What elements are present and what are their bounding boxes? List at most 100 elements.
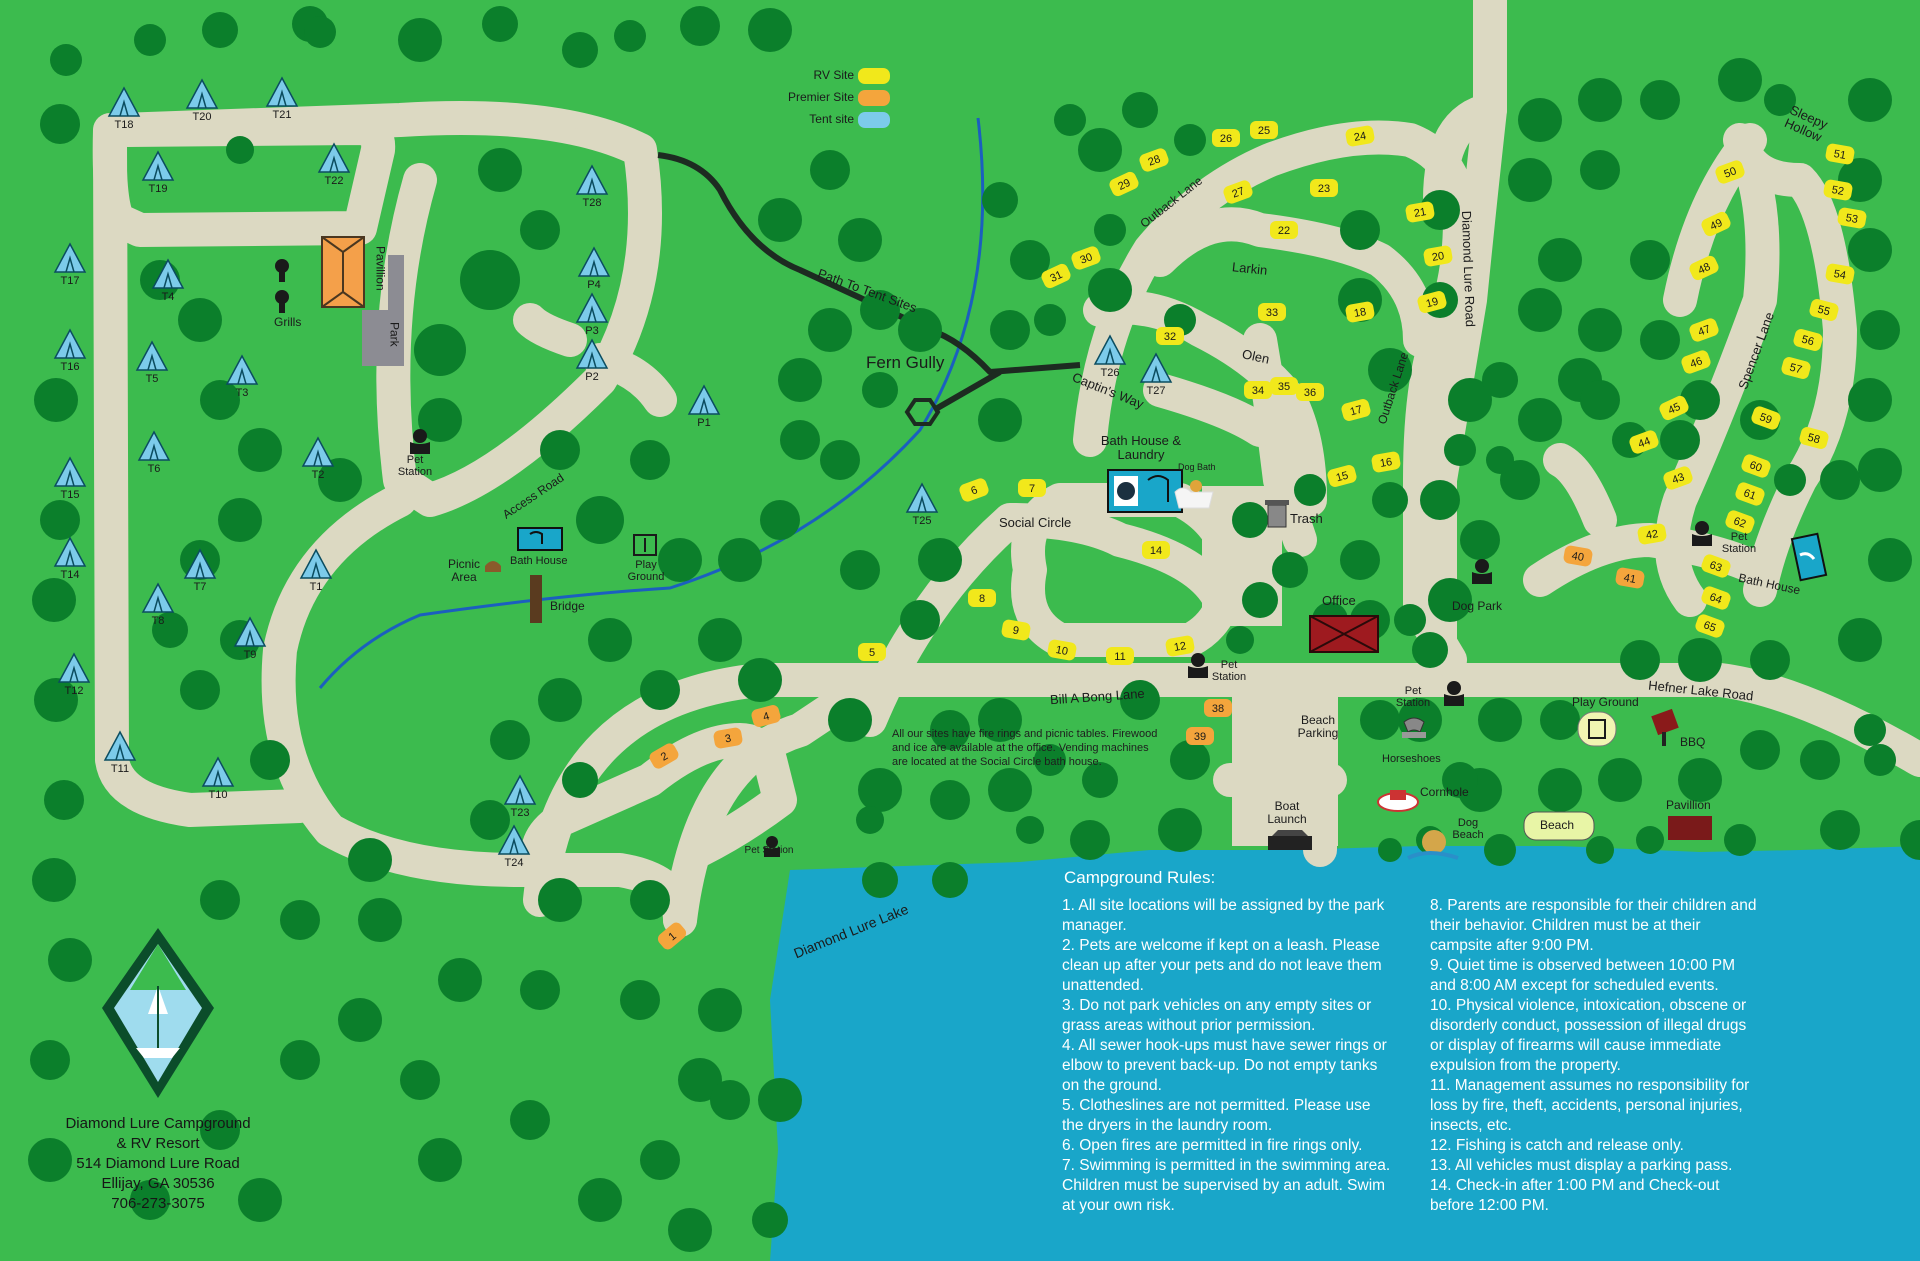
- rv-site-marker: [1809, 299, 1839, 321]
- tree: [470, 800, 510, 840]
- rv-site-14: 14: [1142, 541, 1170, 559]
- tree: [1294, 474, 1326, 506]
- address-line-5: 706-273-3075: [111, 1195, 205, 1212]
- bath-house-laundry-label: Bath House & Laundry: [1100, 433, 1182, 462]
- tent-site-label: T4: [162, 291, 175, 303]
- rv-site-marker: [1423, 245, 1453, 267]
- tree: [1586, 836, 1614, 864]
- tree: [680, 6, 720, 46]
- rv-site-16: 16: [1371, 451, 1401, 473]
- pet-station-label-5: Pet Station: [744, 845, 794, 856]
- tent-door-line: [311, 561, 321, 579]
- tree: [1428, 578, 1472, 622]
- rv-site-label: 20: [1431, 250, 1445, 264]
- tent-site-p1: P1: [687, 384, 721, 429]
- tent-site-label: T23: [511, 807, 530, 819]
- tree: [1484, 834, 1516, 866]
- tree: [982, 182, 1018, 218]
- tree: [1900, 820, 1920, 860]
- tree: [1598, 758, 1642, 802]
- tree: [1010, 240, 1050, 280]
- tree: [1630, 240, 1670, 280]
- tent-site-label: T11: [111, 763, 129, 775]
- rule-item: 6. Open fires are permitted in fire ring…: [1062, 1137, 1363, 1154]
- path-to-tent-sites: [657, 152, 1081, 375]
- tree: [460, 250, 520, 310]
- tree: [858, 768, 902, 812]
- rv-site-marker: [1212, 129, 1240, 147]
- pavillion-top-icon: [321, 236, 365, 308]
- tree: [1094, 214, 1126, 246]
- tent-site-t14: T14: [53, 536, 87, 581]
- rv-site-33: 33: [1258, 303, 1286, 321]
- tree: [780, 420, 820, 460]
- rv-site-marker: [1345, 125, 1375, 147]
- tree: [1848, 378, 1892, 422]
- tree: [1640, 80, 1680, 120]
- rv-site-label: 59: [1758, 411, 1774, 426]
- tree: [1412, 632, 1448, 668]
- rv-site-52: 52: [1823, 179, 1853, 201]
- tree: [1082, 762, 1118, 798]
- tree: [1660, 420, 1700, 460]
- rv-site-45: 45: [1659, 395, 1689, 421]
- tent-site-label: P2: [585, 371, 598, 383]
- tree: [640, 670, 680, 710]
- premier-site-marker: [1186, 727, 1214, 745]
- rv-site-8: 8: [968, 589, 996, 607]
- tent-door-line: [163, 271, 173, 289]
- tree: [930, 710, 970, 750]
- rv-site-20: 20: [1423, 245, 1453, 267]
- tree: [1394, 604, 1426, 636]
- rv-site-marker: [1244, 381, 1272, 399]
- rv-site-28: 28: [1139, 148, 1169, 172]
- tent-site-label: T3: [236, 387, 249, 399]
- address-line-1: Diamond Lure Campground: [65, 1115, 251, 1132]
- rv-site-label: 63: [1708, 559, 1724, 574]
- tree: [202, 12, 238, 48]
- tent-site-t15: T15: [53, 456, 87, 501]
- pet-station-label-2: Pet Station: [1211, 659, 1247, 683]
- boat-launch-icon: [1268, 830, 1312, 850]
- rv-site-label: 61: [1742, 487, 1758, 502]
- rv-site-marker: [1799, 427, 1829, 449]
- tent-site-label: P1: [697, 417, 710, 429]
- tent-door-line: [587, 351, 597, 369]
- legend-swatch-rv: [858, 68, 890, 84]
- pet-station-label-1: Pet Station: [397, 454, 433, 478]
- tent-site-label: T7: [194, 581, 207, 593]
- rv-site-marker: [1663, 466, 1693, 490]
- rules-list-left: 1. All site locations will be assigned b…: [1062, 896, 1394, 1216]
- premier-site-marker: [713, 727, 743, 749]
- rv-site-25: 25: [1250, 121, 1278, 139]
- tree: [1680, 380, 1720, 420]
- tree: [1170, 740, 1210, 780]
- tent-door-line: [213, 769, 223, 787]
- tree: [1360, 700, 1400, 740]
- tree: [28, 1138, 72, 1182]
- tent-door-line: [115, 743, 125, 761]
- rv-site-label: 44: [1637, 435, 1653, 450]
- tree: [414, 324, 466, 376]
- tree: [718, 538, 762, 582]
- dog-bath-label: Dog Bath: [1178, 462, 1216, 472]
- rv-site-marker: [1001, 619, 1031, 641]
- tree: [1800, 740, 1840, 780]
- tree: [1838, 618, 1882, 662]
- road-corner: [515, 107, 640, 160]
- beach-parking-label: Beach Parking: [1297, 713, 1339, 740]
- rv-site-marker: [1109, 171, 1139, 197]
- tree: [1420, 480, 1460, 520]
- tree: [1122, 92, 1158, 128]
- rv-site-marker: [1041, 263, 1071, 289]
- tree: [930, 780, 970, 820]
- tent-site-t10: T10: [201, 756, 235, 801]
- tree: [1016, 816, 1044, 844]
- tent-door-line: [245, 629, 255, 647]
- tree: [862, 372, 898, 408]
- rv-site-29: 29: [1109, 171, 1139, 197]
- tent-site-t16: T16: [53, 328, 87, 373]
- rule-item: 14. Check-in after 1:00 PM and Check-out…: [1430, 1177, 1720, 1214]
- rv-site-label: 28: [1147, 153, 1163, 168]
- tent-site-t21: T21: [265, 76, 299, 121]
